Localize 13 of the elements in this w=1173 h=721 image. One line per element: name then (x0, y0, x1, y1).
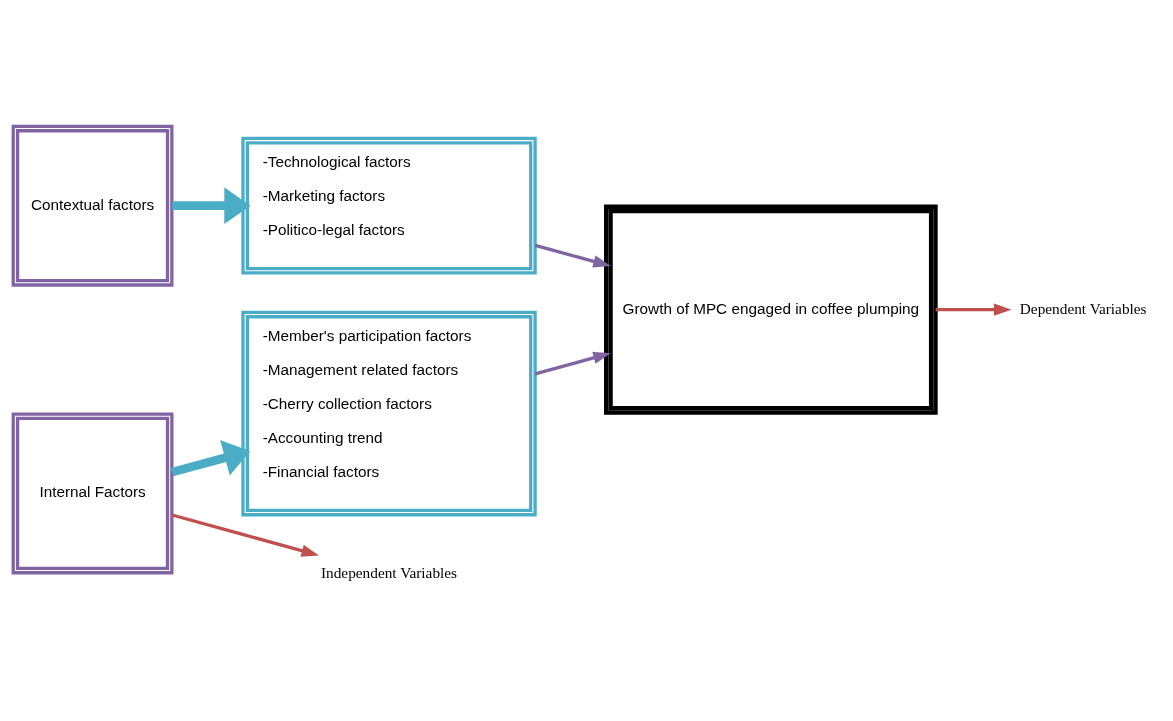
arrow (935, 303, 1012, 316)
node-box: Contextual factors (11, 124, 174, 287)
node-box: Growth of MPC engaged in coffee plumping (604, 204, 938, 415)
arrow (170, 440, 251, 477)
node-box: -Technological factors -Marketing factors -Politico-legal factors (241, 136, 537, 275)
node-text: Dependent Variables (1019, 299, 1147, 317)
arrow (171, 513, 319, 557)
node-box: -Member's participation factors -Management related factors -Cherry collection factors -Accounting trend -Financial factors (241, 310, 537, 517)
arrow (534, 243, 611, 268)
node-text: Independent Variables (320, 564, 458, 582)
arrow (172, 187, 251, 225)
arrow (534, 351, 611, 376)
node-box: Internal Factors (11, 412, 174, 575)
